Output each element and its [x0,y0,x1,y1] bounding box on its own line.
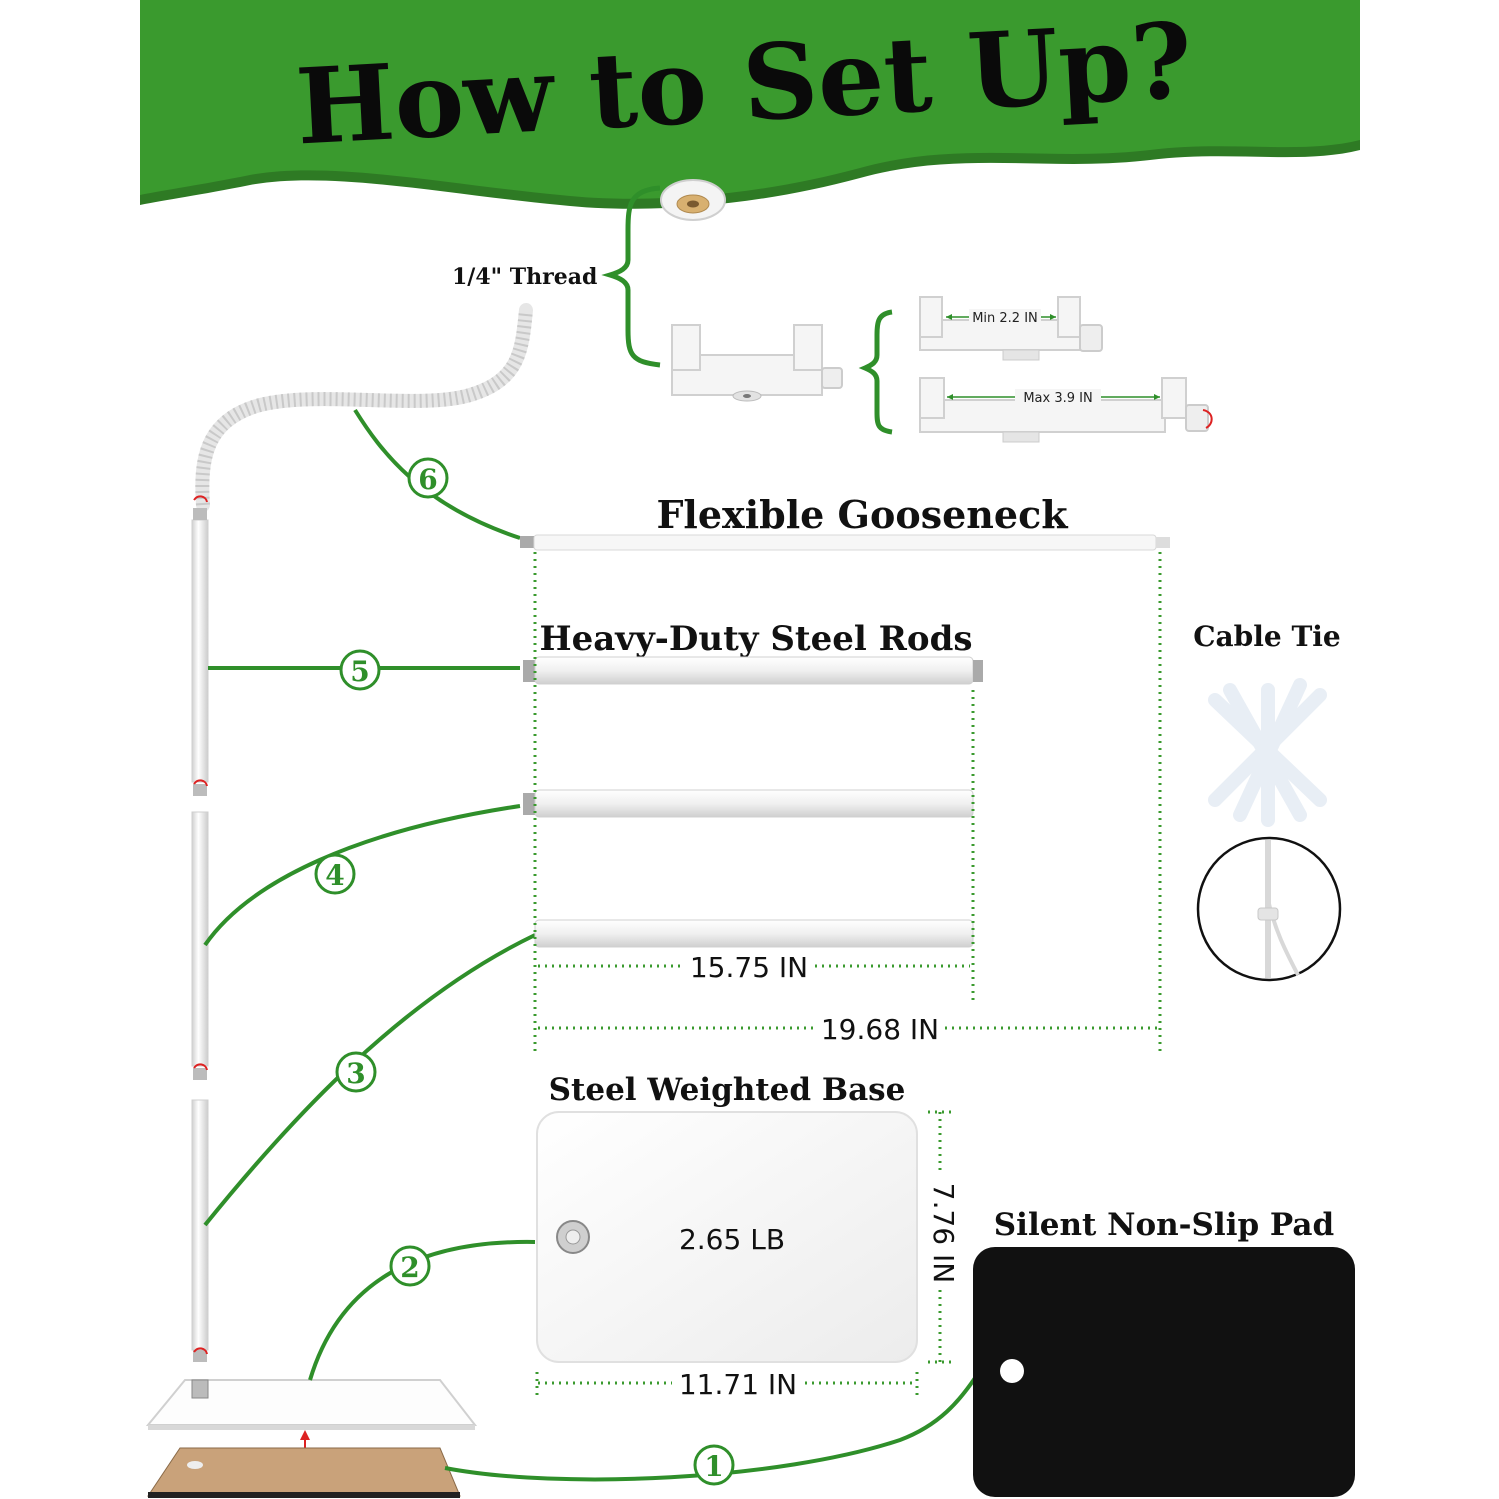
base-section: Steel Weighted Base 2.65 LB 7.76 IN 11.7… [536,1072,960,1401]
thread-brace [601,185,661,368]
assembled-gooseneck [195,303,533,512]
vertical-rod-mid [191,811,209,1067]
step-1-badge: 1 [693,1444,735,1486]
base-label: Steel Weighted Base [549,1072,906,1108]
gooseneck-length-label: 19.68 IN [821,1013,939,1046]
svg-text:5: 5 [350,655,369,688]
cable-tie-label: Cable Tie [1193,620,1341,653]
vertical-rod-top [191,519,209,783]
svg-text:2: 2 [400,1251,419,1284]
steel-rods-label: Heavy-Duty Steel Rods [539,619,972,659]
step-5-badge: 5 [339,649,381,691]
phone-clamp [671,324,843,402]
step-2-badge: 2 [389,1245,431,1287]
clamp-max-label: Max 3.9 IN [1023,391,1092,406]
connector-4 [203,804,521,947]
step-4-badge: 4 [314,853,356,895]
banner-background [140,0,1360,199]
clamp-brace [858,309,893,435]
assembled-stand [145,303,533,1498]
step-6-badge: 6 [407,457,449,499]
svg-text:4: 4 [325,859,344,892]
svg-text:1: 1 [704,1450,723,1483]
rotate-arrows-icon [193,495,208,520]
base-weight-label: 2.65 LB [679,1223,785,1256]
weighted-base-plate [536,1111,918,1363]
steel-rod-1 [534,656,974,685]
pad-label: Silent Non-Slip Pad [994,1207,1334,1243]
pad-section: Silent Non-Slip Pad [973,1207,1355,1497]
base-width-label: 11.71 IN [679,1368,797,1401]
gooseneck-straight [533,534,1157,551]
cable-tie-section: Cable Tie [1193,620,1342,982]
svg-text:3: 3 [346,1057,365,1090]
non-slip-pad [973,1247,1355,1497]
steel-rods-part: Heavy-Duty Steel Rods [523,619,983,948]
banner: How to Set Up? [140,0,1360,209]
thread-section: 1/4" Thread M [452,179,1213,443]
gooseneck-label: Flexible Gooseneck [656,492,1068,537]
step-badges: 6 5 4 3 2 1 [314,457,735,1486]
rotate-arrows-icon [193,779,208,796]
connector-1 [444,1376,977,1482]
assembled-pad [147,1447,461,1497]
gooseneck-part: Flexible Gooseneck [520,492,1170,551]
dimension-lines [533,552,1162,1395]
thread-label: 1/4" Thread [452,264,597,290]
rotate-arrows-icon [193,1063,208,1080]
steel-rod-2 [534,789,974,818]
rotate-arrows-icon [193,1347,208,1362]
svg-text:6: 6 [418,463,437,496]
connector-2 [308,1239,536,1381]
cable-tie-icon [1208,678,1327,827]
cable-tie-closeup [1196,836,1342,982]
pad-hole [1000,1359,1024,1383]
clamp-min: Min 2.2 IN [919,296,1103,361]
base-height-label: 7.76 IN [927,1183,960,1283]
rod-length-label: 15.75 IN [690,951,808,984]
clamp-max: Max 3.9 IN [919,377,1213,443]
clamp-min-label: Min 2.2 IN [972,311,1038,326]
ball-head-adapter [660,179,726,221]
rotate-arrows-icon [1202,409,1213,429]
step-3-badge: 3 [335,1051,377,1093]
steel-rod-3 [534,919,974,948]
